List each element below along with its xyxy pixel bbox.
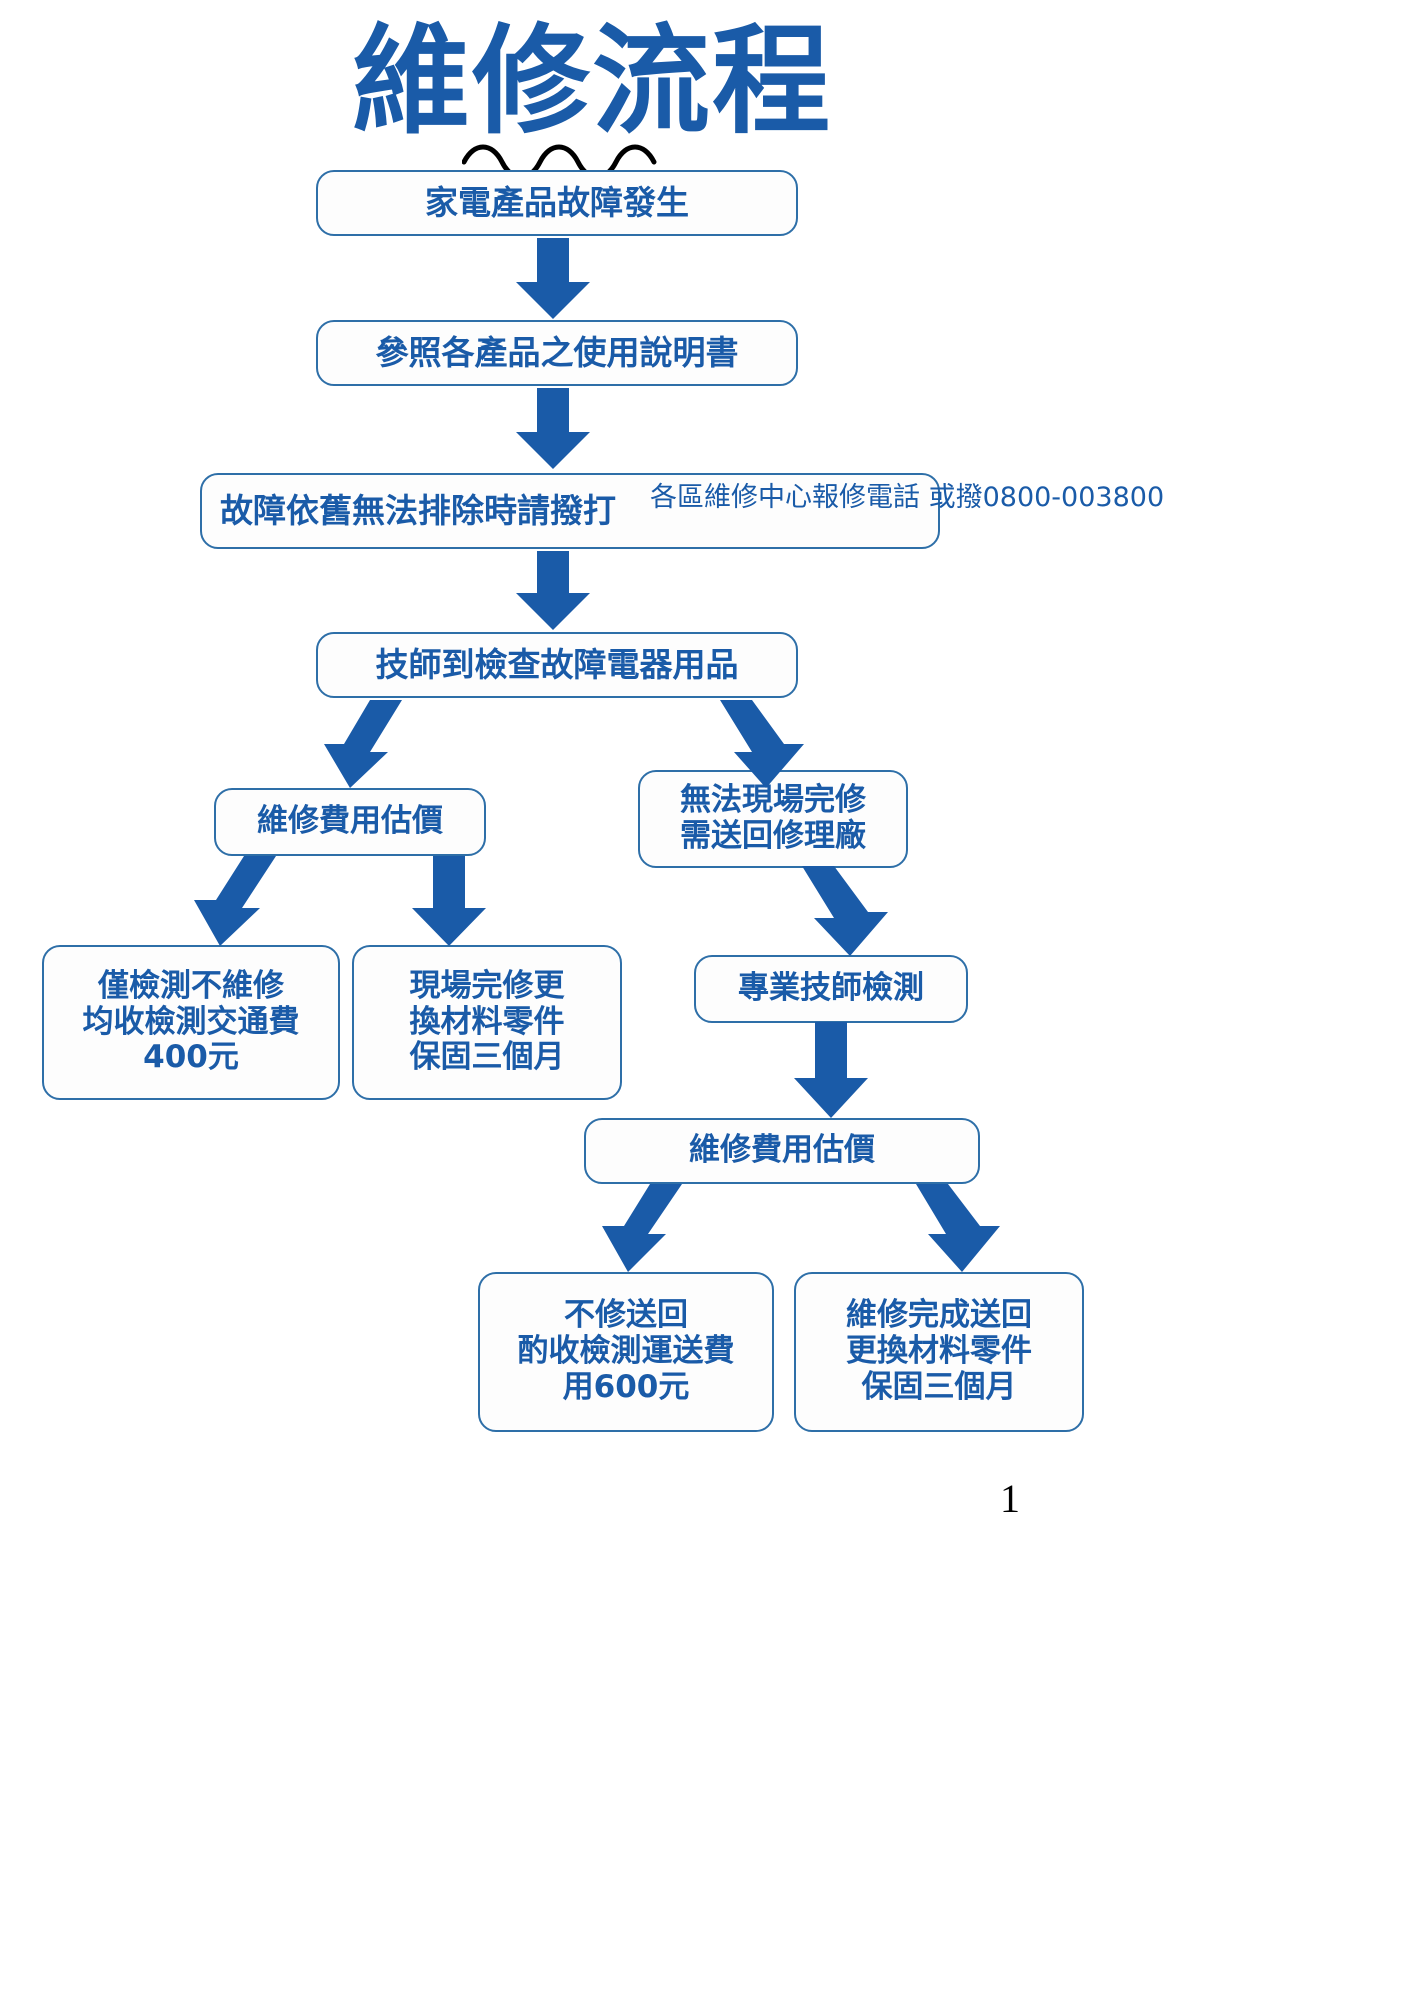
flow-node-repair-quote-onsite[interactable]: 維修費用估價 [214,788,486,856]
arrow-fault-to-manual-icon [516,238,590,319]
flow-node-label: 維修完成送回 更換材料零件 保固三個月 [846,1297,1032,1405]
arrow-factory-to-diagnosis-icon [802,866,888,956]
flow-node-label: 家電產品故障發生 [425,182,689,222]
flow-node-return-unrepaired-fee[interactable]: 不修送回 酌收檢測運送費 用600元 [478,1272,774,1432]
arrow-inspect-to-quote-icon [324,700,402,788]
arrow-quote-to-repaired-return-icon [916,1184,1000,1272]
flow-node-inspection-only-fee[interactable]: 僅檢測不維修 均收檢測交通費 400元 [42,945,340,1100]
flow-node-repaired-return-warranty[interactable]: 維修完成送回 更換材料零件 保固三個月 [794,1272,1084,1432]
flow-node-professional-diagnosis[interactable]: 專業技師檢測 [694,955,968,1023]
flow-node-fault-occurs[interactable]: 家電產品故障發生 [316,170,798,236]
flow-node-label: 現場完修更 換材料零件 保固三個月 [409,967,565,1076]
annotation-line-2: 或撥0800-003800 [928,482,1165,513]
flow-node-label: 故障依舊無法排除時請撥打 [220,490,616,530]
flow-node-label: 維修費用估價 [689,1132,875,1169]
flow-node-label: 不修送回 酌收檢測運送費 用600元 [517,1297,735,1405]
arrow-diagnosis-to-quote-icon [794,1022,868,1118]
flow-node-label: 維修費用估價 [257,803,443,840]
arrow-manual-to-call-icon [516,388,590,469]
annotation-line-1: 各區維修中心報修電話 [650,482,920,513]
flow-node-label: 無法現場完修 需送回修理廠 [680,782,866,854]
flow-node-call-service[interactable]: 故障依舊無法排除時請撥打 [200,473,940,549]
flow-node-technician-inspect[interactable]: 技師到檢查故障電器用品 [316,632,798,698]
flow-node-label: 技師到檢查故障電器用品 [375,644,739,684]
flow-node-label: 參照各產品之使用說明書 [375,332,739,372]
arrow-quote-to-inspection-fee-icon [194,856,276,946]
page-title: 維修流程 [352,12,833,150]
flow-node-call-service-annotation: 各區維修中心報修電話 或撥0800-003800 [650,480,1164,516]
flow-node-label: 僅檢測不維修 均收檢測交通費 400元 [82,967,300,1076]
flow-node-consult-manual[interactable]: 參照各產品之使用說明書 [316,320,798,386]
flow-node-onsite-complete-warranty[interactable]: 現場完修更 換材料零件 保固三個月 [352,945,622,1100]
flow-node-repair-quote-factory[interactable]: 維修費用估價 [584,1118,980,1184]
flow-node-send-to-factory[interactable]: 無法現場完修 需送回修理廠 [638,770,908,868]
arrow-call-to-inspect-icon [516,551,590,630]
arrow-inspect-to-factory-icon [720,700,804,788]
arrow-quote-to-onsite-complete-icon [412,856,486,946]
wavy-underline-icon [462,144,657,172]
arrow-quote-to-return-unrepaired-icon [602,1184,682,1272]
flow-node-label: 專業技師檢測 [738,970,924,1007]
page-number: 1 [1000,1476,1020,1521]
